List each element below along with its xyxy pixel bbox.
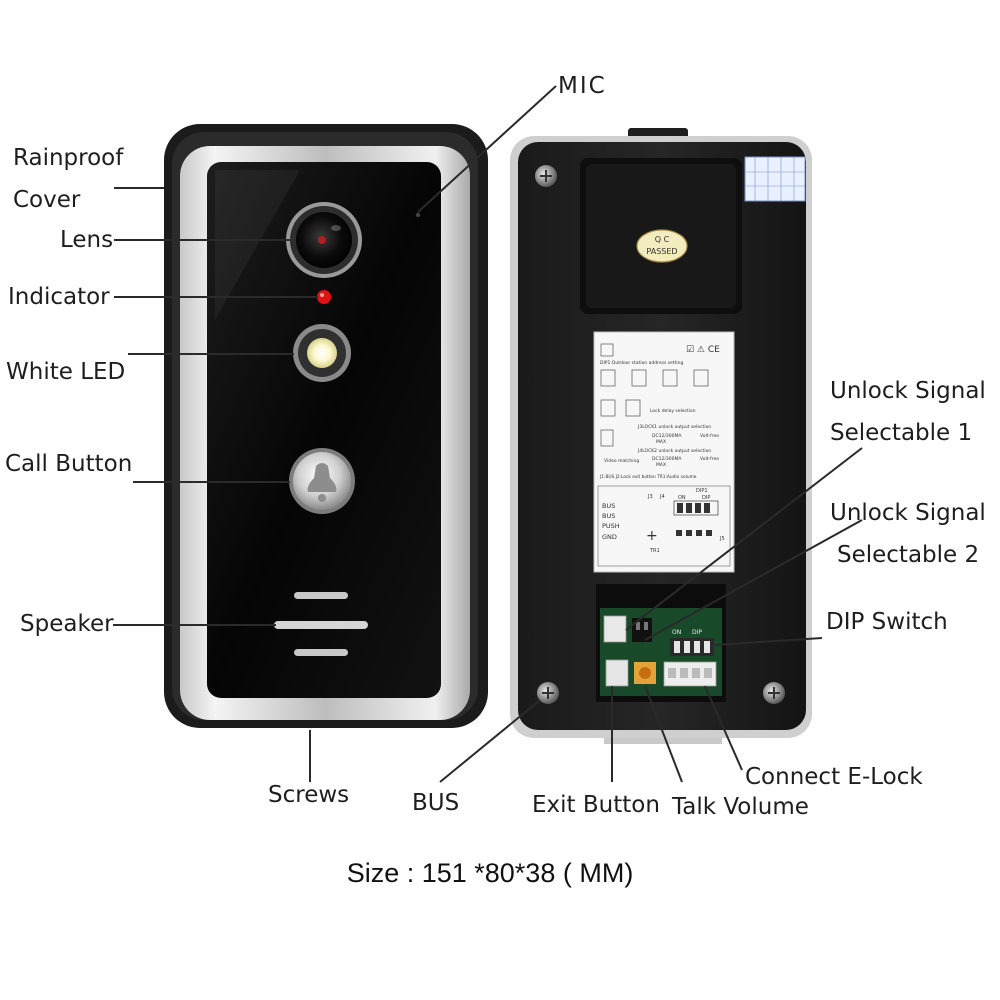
label-indicator: Indicator <box>8 284 110 310</box>
front-unit <box>164 124 488 728</box>
line-talk-volume <box>644 685 683 783</box>
back-unit: Q C PASSED ☑ ⚠ CE DIP1:Outdoor station a… <box>510 128 812 744</box>
sticker-max-1: MAX <box>656 439 666 445</box>
sticker-bottom-notes: J1:BUS J2:Lock exit button TR1:Audio vol… <box>599 474 697 480</box>
label-connect-elock: Connect E-Lock <box>745 764 923 790</box>
exit-button-connector <box>605 659 629 687</box>
indicator-light <box>317 290 331 304</box>
callout-lines <box>113 85 863 783</box>
sticker-j4lock2: J4LOCK2 unlock output selection <box>637 448 711 454</box>
label-dip-switch: DIP Switch <box>826 609 948 635</box>
camera-lens <box>286 202 362 278</box>
sticker-on: ON <box>678 495 686 501</box>
sticker-push: PUSH <box>602 522 620 530</box>
line-connect-elock <box>704 685 743 771</box>
sticker-max-2: MAX <box>656 462 666 468</box>
sticker-j5: J5 <box>719 536 725 542</box>
label-cover: Cover <box>13 187 81 213</box>
label-rainproof: Rainproof <box>13 145 124 171</box>
sticker-tr1: TR1 <box>649 548 660 554</box>
line-unlock-2 <box>644 519 863 641</box>
sticker-j3lock1: J3LOCK1 unlock output selection <box>637 424 711 430</box>
ce-mark: ☑ ⚠ CE <box>686 345 720 355</box>
line-mic <box>417 85 557 213</box>
pcb-window: ON DIP <box>596 584 726 702</box>
sticker-volt-free-2: Volt-free <box>700 456 719 462</box>
size-caption: Size : 151 *80*38 ( MM) <box>346 858 634 888</box>
pcb-on-label: ON <box>672 629 681 636</box>
sticker-lock-delay: Lock delay selection <box>650 408 696 414</box>
sticker-gnd: GND <box>602 533 617 541</box>
bell-icon <box>307 463 337 492</box>
passed-text: PASSED <box>646 247 677 256</box>
sticker-bus2: BUS <box>602 512 615 520</box>
label-unlock-2-line1: Unlock Signal <box>830 500 986 526</box>
line-bus <box>439 699 541 783</box>
label-unlock-1-line2: Selectable 1 <box>830 420 973 446</box>
line-unlock-1 <box>625 447 863 631</box>
serial-sticker <box>744 156 806 202</box>
sticker-j3: J3 <box>647 494 653 500</box>
label-exit-button: Exit Button <box>532 792 660 818</box>
screw-top-left <box>535 165 557 187</box>
speaker-grille <box>274 592 368 656</box>
screw-bottom-left <box>537 682 559 704</box>
label-unlock-2-line2: Selectable 2 <box>837 542 980 568</box>
white-led <box>293 324 351 382</box>
sticker-video-matching: Video matching <box>604 458 639 464</box>
bus-connector <box>603 615 627 643</box>
sticker-dip: DIP <box>702 495 710 501</box>
sticker-volt-free-1: Volt-free <box>700 433 719 439</box>
label-talk-volume: Talk Volume <box>672 794 809 820</box>
instruction-sticker: ☑ ⚠ CE DIP1:Outdoor station address sett… <box>593 331 735 573</box>
screw-bottom-right <box>763 682 785 704</box>
sticker-dc12-2: DC12/300MA <box>652 456 682 462</box>
qc-text: Q C <box>655 235 670 244</box>
sticker-plus: + <box>646 528 658 544</box>
mic-hole <box>415 212 421 218</box>
label-screws: Screws <box>268 782 350 808</box>
sticker-bus1: BUS <box>602 502 615 510</box>
qc-passed-sticker: Q C PASSED <box>636 229 688 263</box>
sticker-dip1-note: DIP1:Outdoor station address setting <box>600 360 683 366</box>
label-unlock-1-line1: Unlock Signal <box>830 378 986 404</box>
sticker-dc12-1: DC12/300MA <box>652 433 682 439</box>
sticker-dip1: DIP1 <box>696 488 708 494</box>
label-white-led: White LED <box>6 359 126 385</box>
label-mic: MIC <box>558 73 607 99</box>
label-lens: Lens <box>60 227 114 253</box>
label-call-button: Call Button <box>5 451 133 477</box>
line-dip-switch <box>713 637 823 646</box>
label-bus: BUS <box>412 790 460 816</box>
call-button-shape <box>289 448 355 514</box>
dip-switch-block <box>670 638 714 656</box>
pcb-dip-label: DIP <box>692 629 702 636</box>
sticker-j4: J4 <box>659 494 665 500</box>
label-speaker: Speaker <box>20 611 114 637</box>
